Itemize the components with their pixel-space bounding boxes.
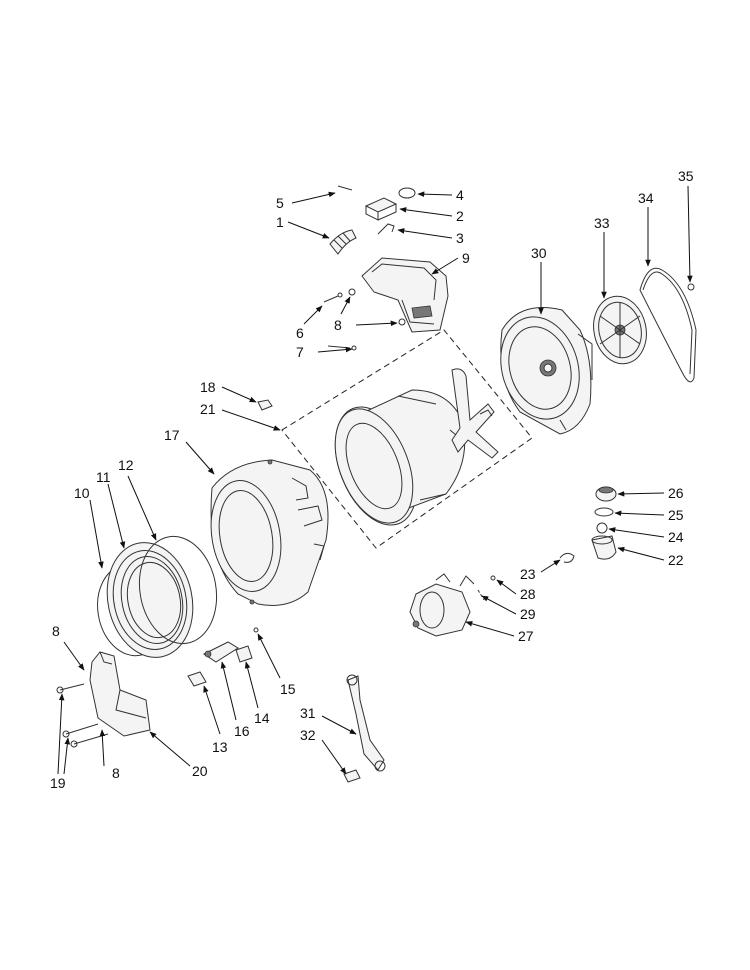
callout-11: 11 — [96, 469, 111, 485]
callout-22: 22 — [668, 552, 684, 568]
callout-33: 33 — [594, 215, 610, 231]
part-5-clip — [337, 185, 353, 191]
part-30-rear-tub — [500, 307, 593, 435]
callout-labels: 5 1 4 2 3 9 6 8 7 18 21 17 30 33 34 35 2… — [50, 168, 694, 791]
part-28-washer — [490, 575, 496, 581]
part-8-washer-a — [348, 288, 406, 326]
part-2-bracket — [364, 197, 398, 221]
callout-25: 25 — [668, 507, 684, 523]
part-23-clamp — [559, 552, 575, 563]
callout-9: 9 — [462, 250, 470, 266]
callout-31: 31 — [300, 705, 316, 721]
callout-17: 17 — [164, 427, 180, 443]
callout-4: 4 — [456, 187, 464, 203]
callout-6: 6 — [296, 325, 304, 341]
callout-34: 34 — [638, 190, 654, 206]
callout-30: 30 — [531, 245, 547, 261]
part-14-switch — [235, 645, 253, 663]
part-6-screw — [323, 292, 343, 303]
callout-20: 20 — [192, 763, 208, 779]
callout-29: 29 — [520, 606, 536, 622]
part-26-cap — [595, 486, 617, 502]
callout-21: 21 — [200, 401, 216, 417]
part-35-nut — [687, 283, 695, 291]
part-25-ring — [594, 507, 614, 517]
part-34-belt — [639, 267, 697, 383]
part-31-shock — [346, 674, 386, 772]
part-27-motor — [409, 573, 475, 637]
callout-26: 26 — [668, 485, 684, 501]
part-24-ball — [596, 522, 608, 534]
callout-18: 18 — [200, 379, 216, 395]
part-17-tub-front — [210, 459, 329, 606]
part-3-hook — [377, 223, 395, 235]
callout-2: 2 — [456, 208, 464, 224]
part-32-pin — [343, 769, 361, 783]
callout-5: 5 — [276, 195, 284, 211]
basket-group-outline — [281, 329, 533, 549]
callout-15-visible: 15 — [280, 681, 296, 697]
callout-3: 3 — [456, 230, 464, 246]
part-22-filter — [591, 535, 617, 560]
callout-28: 28 — [520, 586, 536, 602]
part-20-bracket — [89, 651, 151, 737]
callout-10: 10 — [74, 485, 90, 501]
part-4-oring — [398, 187, 416, 199]
part-15-screw — [253, 627, 259, 633]
callout-19: 19 — [50, 775, 66, 791]
callout-14: 14 — [254, 710, 270, 726]
callout-7: 7 — [296, 344, 304, 360]
part-spider-arm — [451, 368, 499, 459]
callout-12: 12 — [118, 457, 134, 473]
callout-8c: 8 — [112, 765, 120, 781]
part-9-housing — [361, 257, 449, 333]
part-11-gasket — [106, 542, 194, 658]
callout-1: 1 — [276, 214, 284, 230]
callout-13: 13 — [212, 739, 228, 755]
callout-8a: 8 — [334, 317, 342, 333]
part-33-pulley — [593, 295, 647, 365]
callout-24: 24 — [668, 529, 684, 545]
leader-lines — [57, 185, 693, 775]
part-18-clip — [257, 399, 273, 411]
part-16-heater-bracket — [203, 641, 239, 663]
callout-32: 32 — [300, 727, 316, 743]
part-12-clamp — [138, 535, 218, 645]
callout-27: 27 — [518, 628, 534, 644]
part-1-hose — [329, 229, 357, 255]
callout-23: 23 — [520, 566, 536, 582]
part-29-pin — [477, 589, 485, 601]
part-13-sensor — [187, 671, 207, 687]
callout-35: 35 — [678, 168, 694, 184]
callout-16: 16 — [234, 723, 250, 739]
callout-8b: 8 — [52, 623, 60, 639]
part-inner-basket — [334, 389, 466, 526]
